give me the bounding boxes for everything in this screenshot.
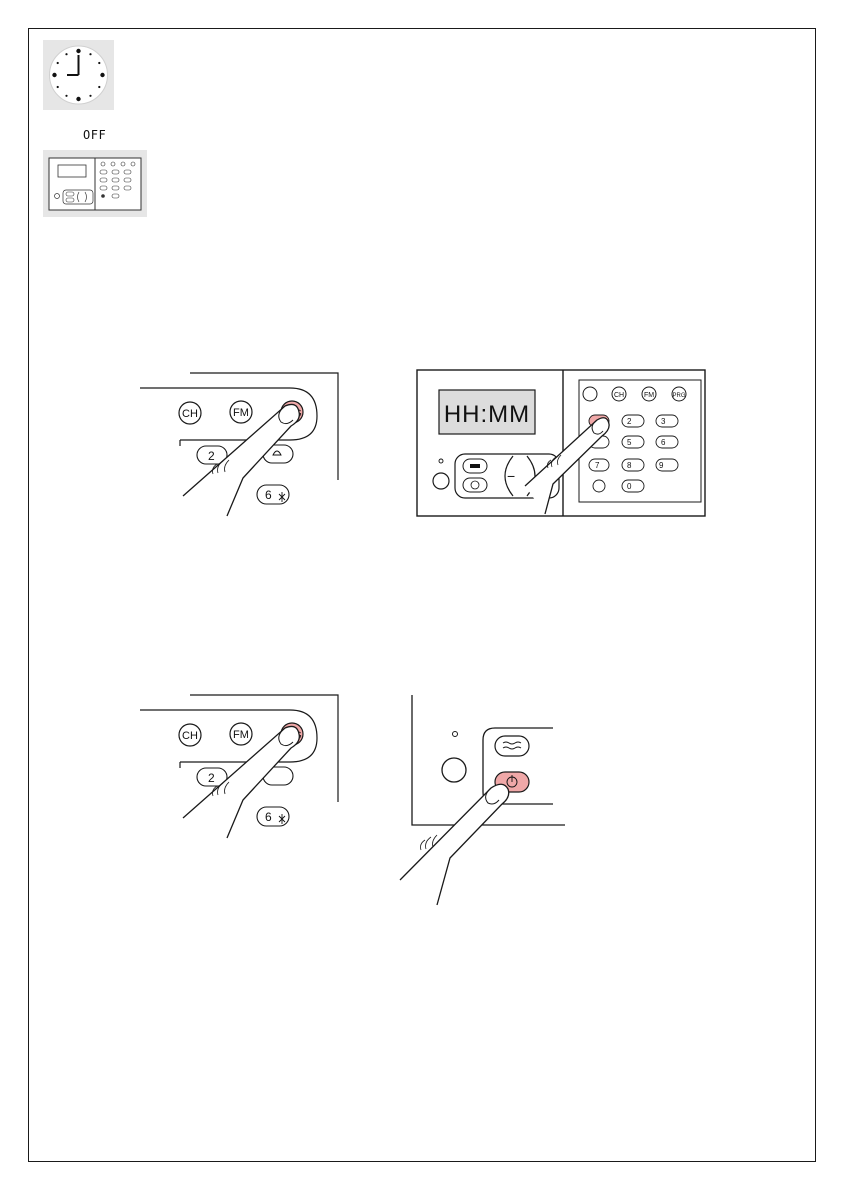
svg-text:CH: CH — [182, 730, 198, 742]
wave-button — [495, 736, 529, 756]
svg-text:3: 3 — [661, 417, 666, 426]
svg-text:CH: CH — [614, 392, 624, 399]
illustration-press-prg-1: CH FM PRG 2 6 — [135, 368, 345, 537]
svg-text:FM: FM — [644, 392, 654, 399]
svg-text:5: 5 — [627, 438, 632, 447]
svg-text:8: 8 — [627, 461, 632, 470]
svg-text:PRG: PRG — [672, 393, 685, 399]
svg-text:9: 9 — [659, 461, 664, 470]
svg-text:2: 2 — [627, 417, 632, 426]
svg-text:2: 2 — [208, 771, 215, 785]
svg-text:0: 0 — [627, 482, 632, 491]
off-label: OFF — [83, 128, 106, 142]
illustration-press-prg-2: CH FM PRG 2 6 — [135, 690, 345, 859]
illustration-panel-display: HH:MM − CH FM PRG — [415, 368, 710, 524]
svg-text:6: 6 — [265, 810, 272, 824]
svg-text:7: 7 — [595, 461, 600, 470]
svg-text:HH:MM: HH:MM — [444, 401, 530, 428]
lcd-display: HH:MM — [439, 390, 535, 434]
svg-text:FM: FM — [233, 407, 249, 419]
svg-text:6: 6 — [661, 438, 666, 447]
clock-icon — [43, 40, 114, 110]
key-fm: FM — [230, 401, 252, 423]
illustration-press-power — [395, 690, 570, 914]
svg-text:CH: CH — [182, 408, 198, 420]
svg-text:2: 2 — [208, 449, 215, 463]
svg-text:−: − — [507, 468, 515, 484]
svg-text:FM: FM — [233, 729, 249, 741]
control-panel-icon — [43, 150, 147, 217]
svg-text:6: 6 — [265, 488, 272, 502]
key-ch: CH — [179, 402, 201, 424]
